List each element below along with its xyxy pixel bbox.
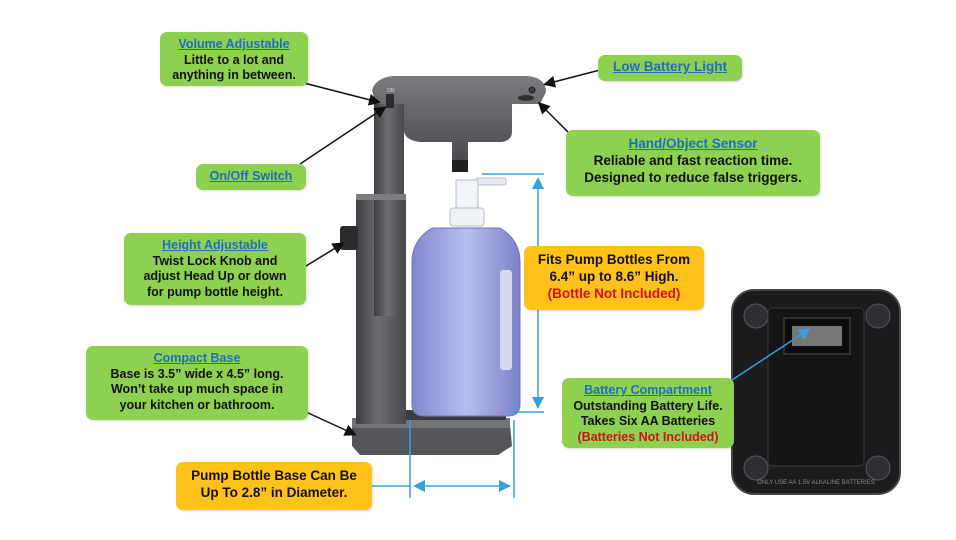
- callout-line: for pump bottle height.: [146, 284, 284, 299]
- callout-line: Twist Lock Knob and: [152, 253, 278, 268]
- low-battery-leader: [543, 69, 601, 88]
- callout-line: 6.4” up to 8.6” High.: [549, 268, 679, 284]
- battery-compartment-photo: ONLY USE AA 1.5V ALKALINE BATTERIES: [731, 289, 901, 495]
- callout-line: your kitchen or bathroom.: [119, 397, 275, 412]
- callout-line: Little to a lot and: [184, 52, 284, 67]
- dispenser-head: [372, 76, 546, 172]
- base-leader: [305, 411, 357, 436]
- battery-leader: [731, 328, 811, 381]
- callout-title: Height Adjustable: [162, 238, 268, 252]
- callout-line: Outstanding Battery Life.: [573, 398, 723, 413]
- callout-line: Pump Bottle Base Can Be: [191, 468, 357, 483]
- dispenser-column: [356, 96, 406, 424]
- on-off-switch[interactable]: [386, 94, 394, 108]
- callout-title: Volume Adjustable: [178, 37, 290, 51]
- callout-title: On/Off Switch: [209, 169, 293, 183]
- hand-sensor: [518, 95, 534, 101]
- sensor-leader: [537, 101, 573, 137]
- callout-title: Compact Base: [153, 351, 241, 365]
- callout-line: Designed to reduce false triggers.: [584, 169, 802, 185]
- height-adjustable-callout: Height Adjustable Twist Lock Knob and ad…: [124, 233, 306, 305]
- callout-title: Low Battery Light: [613, 59, 727, 74]
- rubber-foot: [865, 455, 891, 481]
- hand-sensor-callout: Hand/Object Sensor Reliable and fast rea…: [566, 130, 820, 196]
- fits-bottles-callout: Fits Pump Bottles From 6.4” up to 8.6” H…: [524, 246, 704, 310]
- volume-leader: [299, 81, 381, 106]
- callout-line: Base is 3.5” wide x 4.5” long.: [110, 366, 284, 381]
- callout-line: adjust Head Up or down: [143, 269, 287, 284]
- switch-on-label: ON: [387, 88, 395, 94]
- rubber-foot: [743, 455, 769, 481]
- on-off-switch-callout: On/Off Switch: [196, 164, 306, 190]
- low-battery-light-callout: Low Battery Light: [598, 55, 742, 81]
- callout-line: Won’t take up much space in: [110, 382, 284, 397]
- battery-warning-label: ONLY USE AA 1.5V ALKALINE BATTERIES: [757, 480, 874, 486]
- callout-line: Up To 2.8” in Diameter.: [200, 484, 348, 500]
- callout-line: Fits Pump Bottles From: [537, 252, 691, 267]
- callout-title: Battery Compartment: [584, 383, 712, 397]
- compact-base-callout: Compact Base Base is 3.5” wide x 4.5” lo…: [86, 346, 308, 420]
- pump-bottle: [411, 177, 521, 417]
- low-battery-light: [528, 86, 536, 94]
- volume-adjustable-callout: Volume Adjustable Little to a lot and an…: [160, 32, 308, 86]
- rubber-foot: [865, 303, 891, 329]
- height-leader: [305, 242, 345, 267]
- battery-compartment-callout: Battery Compartment Outstanding Battery …: [562, 378, 734, 448]
- callout-title: Hand/Object Sensor: [628, 136, 758, 151]
- callout-line: Reliable and fast reaction time.: [593, 152, 793, 168]
- callout-line: anything in between.: [172, 68, 296, 83]
- bottle-base-callout: Pump Bottle Base Can Be Up To 2.8” in Di…: [176, 462, 372, 510]
- callout-note: (Bottle Not Included): [547, 285, 681, 301]
- callout-note: (Batteries Not Included): [577, 429, 719, 444]
- callout-line: Takes Six AA Batteries: [580, 414, 716, 429]
- switch-leader: [299, 106, 387, 165]
